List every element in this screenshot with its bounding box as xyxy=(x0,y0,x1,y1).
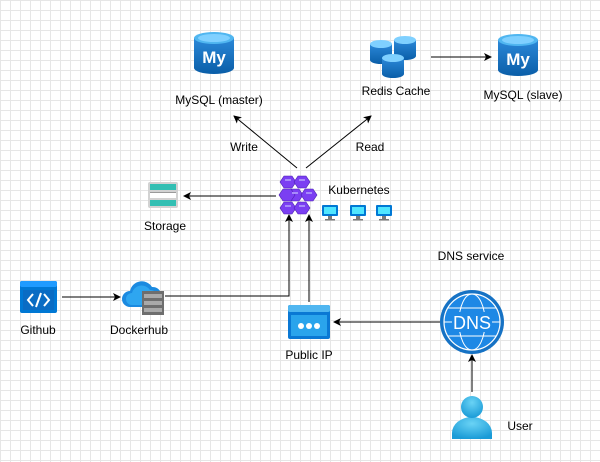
dns-icon-text: DNS xyxy=(453,313,491,333)
mysql-master-label: MySQL (master) xyxy=(175,93,263,107)
storage-icon[interactable] xyxy=(148,182,178,208)
edge-kube-to-redis xyxy=(305,115,372,169)
redis-cache-icon[interactable] xyxy=(370,36,416,78)
edges xyxy=(62,53,492,392)
user-label: User xyxy=(507,419,533,433)
edge-dockerhub-to-kube xyxy=(165,214,293,297)
kubernetes-node-icon-1[interactable] xyxy=(322,205,338,221)
user-icon[interactable] xyxy=(452,396,492,439)
edge-label-write: Write xyxy=(230,140,258,154)
mysql-slave-icon[interactable]: My xyxy=(498,34,538,76)
github-label: Github xyxy=(20,323,56,337)
dockerhub-icon[interactable] xyxy=(122,281,164,315)
kubernetes-icon[interactable] xyxy=(278,175,318,215)
edge-label-read: Read xyxy=(355,140,385,154)
edge-kube-to-mysql-master xyxy=(233,115,298,169)
public-ip-icon[interactable] xyxy=(288,305,330,339)
dns-service-label: DNS service xyxy=(437,249,505,263)
mysql-slave-icon-text: My xyxy=(506,50,530,69)
mysql-slave-label: MySQL (slave) xyxy=(483,88,563,102)
kubernetes-label: Kubernetes xyxy=(328,183,390,197)
dockerhub-label: Dockerhub xyxy=(109,323,169,337)
mysql-master-icon-text: My xyxy=(202,48,226,67)
storage-label: Storage xyxy=(143,219,187,233)
redis-cache-label: Redis Cache xyxy=(361,84,431,98)
github-code-icon[interactable] xyxy=(20,281,57,313)
public-ip-label: Public IP xyxy=(285,348,333,362)
dns-globe-icon[interactable]: DNS xyxy=(440,290,504,354)
kubernetes-node-icon-2[interactable] xyxy=(350,205,366,221)
mysql-master-icon[interactable]: My xyxy=(194,32,234,74)
kubernetes-node-icon-3[interactable] xyxy=(376,205,392,221)
